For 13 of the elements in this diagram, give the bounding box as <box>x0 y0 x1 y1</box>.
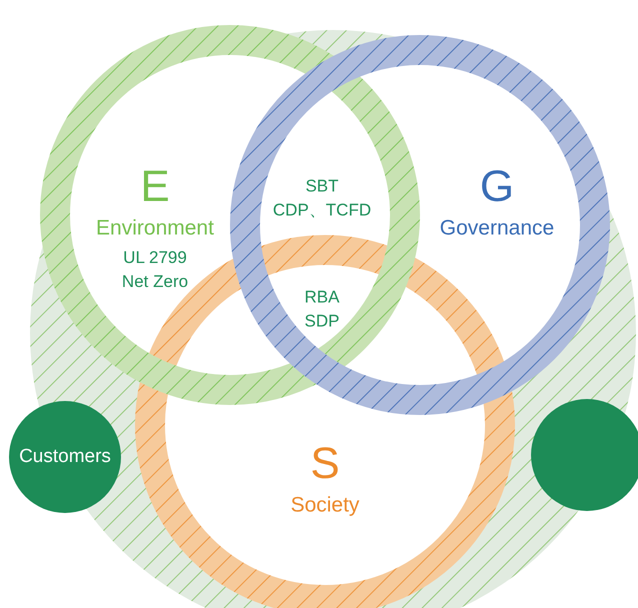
letter-heading: G <box>478 165 516 209</box>
circle-label: Customers <box>18 444 112 469</box>
body-text: UL 2799 Net Zero <box>120 247 190 293</box>
heading: Environment <box>95 215 215 242</box>
heading: Society <box>290 492 360 518</box>
letter-heading: E <box>139 165 171 209</box>
letter-heading: S <box>309 442 341 486</box>
heading: Governance <box>438 215 556 242</box>
overlap-label: RBA <box>304 286 340 308</box>
overlap-label: SDP <box>304 310 340 332</box>
customer-circle <box>9 401 121 513</box>
overlap-label: CDP、TCFD <box>272 199 372 222</box>
overlap-label: SBT <box>305 175 339 198</box>
